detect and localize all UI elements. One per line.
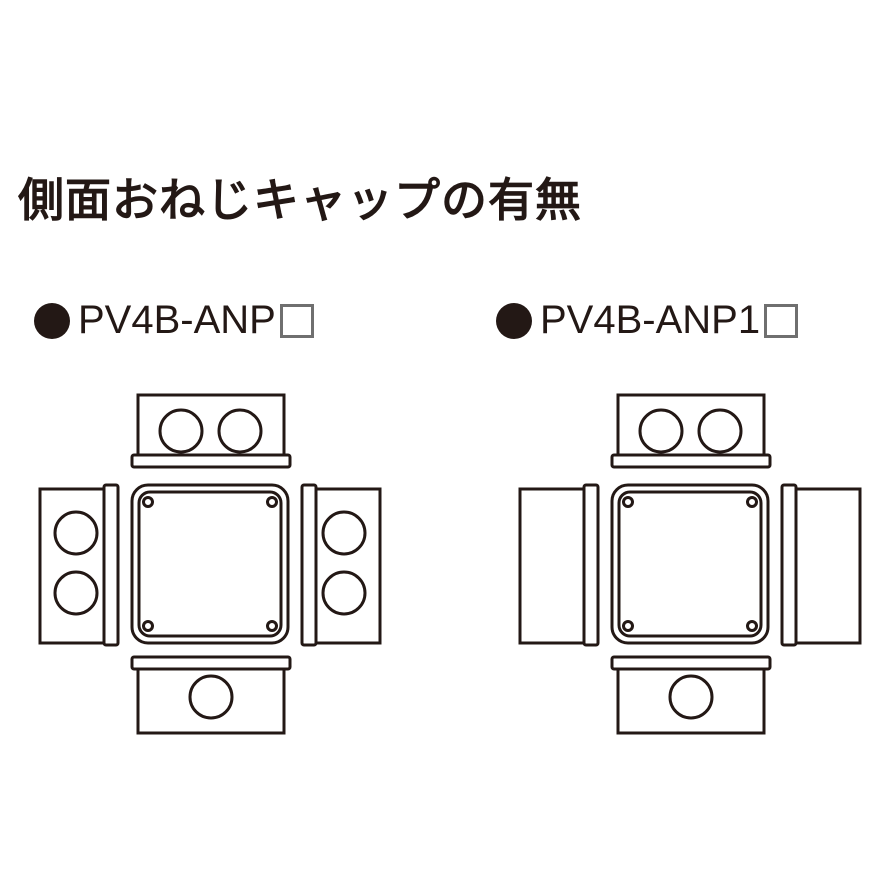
left-side-panel xyxy=(518,483,600,647)
center-box xyxy=(130,483,290,645)
center-box xyxy=(610,483,770,645)
bullet-icon xyxy=(496,302,532,339)
left-side-panel xyxy=(38,483,120,647)
knockout-hole xyxy=(638,408,684,454)
model-name: PV4B-ANP xyxy=(78,298,276,342)
knockout-hole xyxy=(668,674,714,720)
bottom-side-panel xyxy=(130,655,292,735)
page-title: 側面おねじキャップの有無 xyxy=(18,173,582,227)
knockout-hole xyxy=(53,510,99,556)
knockout-hole xyxy=(188,674,234,720)
model-label-pv4b-anp1: PV4B-ANP1 xyxy=(496,298,799,343)
knockout-hole xyxy=(53,570,99,616)
top-side-panel xyxy=(130,393,292,469)
model-label-pv4b-anp: PV4B-ANP xyxy=(34,298,314,343)
knockout-hole xyxy=(158,408,204,454)
placeholder-box-icon xyxy=(764,303,799,338)
knockout-hole xyxy=(217,408,263,454)
knockout-hole xyxy=(321,510,367,556)
bullet-icon xyxy=(34,302,70,339)
bottom-side-panel xyxy=(610,655,772,735)
placeholder-box-icon xyxy=(279,303,314,338)
junction-box-diagram-with-caps xyxy=(38,393,382,735)
model-name: PV4B-ANP1 xyxy=(540,298,761,342)
knockout-hole xyxy=(697,408,743,454)
junction-box-diagram-without-caps xyxy=(518,393,862,735)
knockout-hole xyxy=(321,570,367,616)
right-side-panel xyxy=(300,483,382,647)
top-side-panel xyxy=(610,393,772,469)
right-side-panel xyxy=(780,483,862,647)
